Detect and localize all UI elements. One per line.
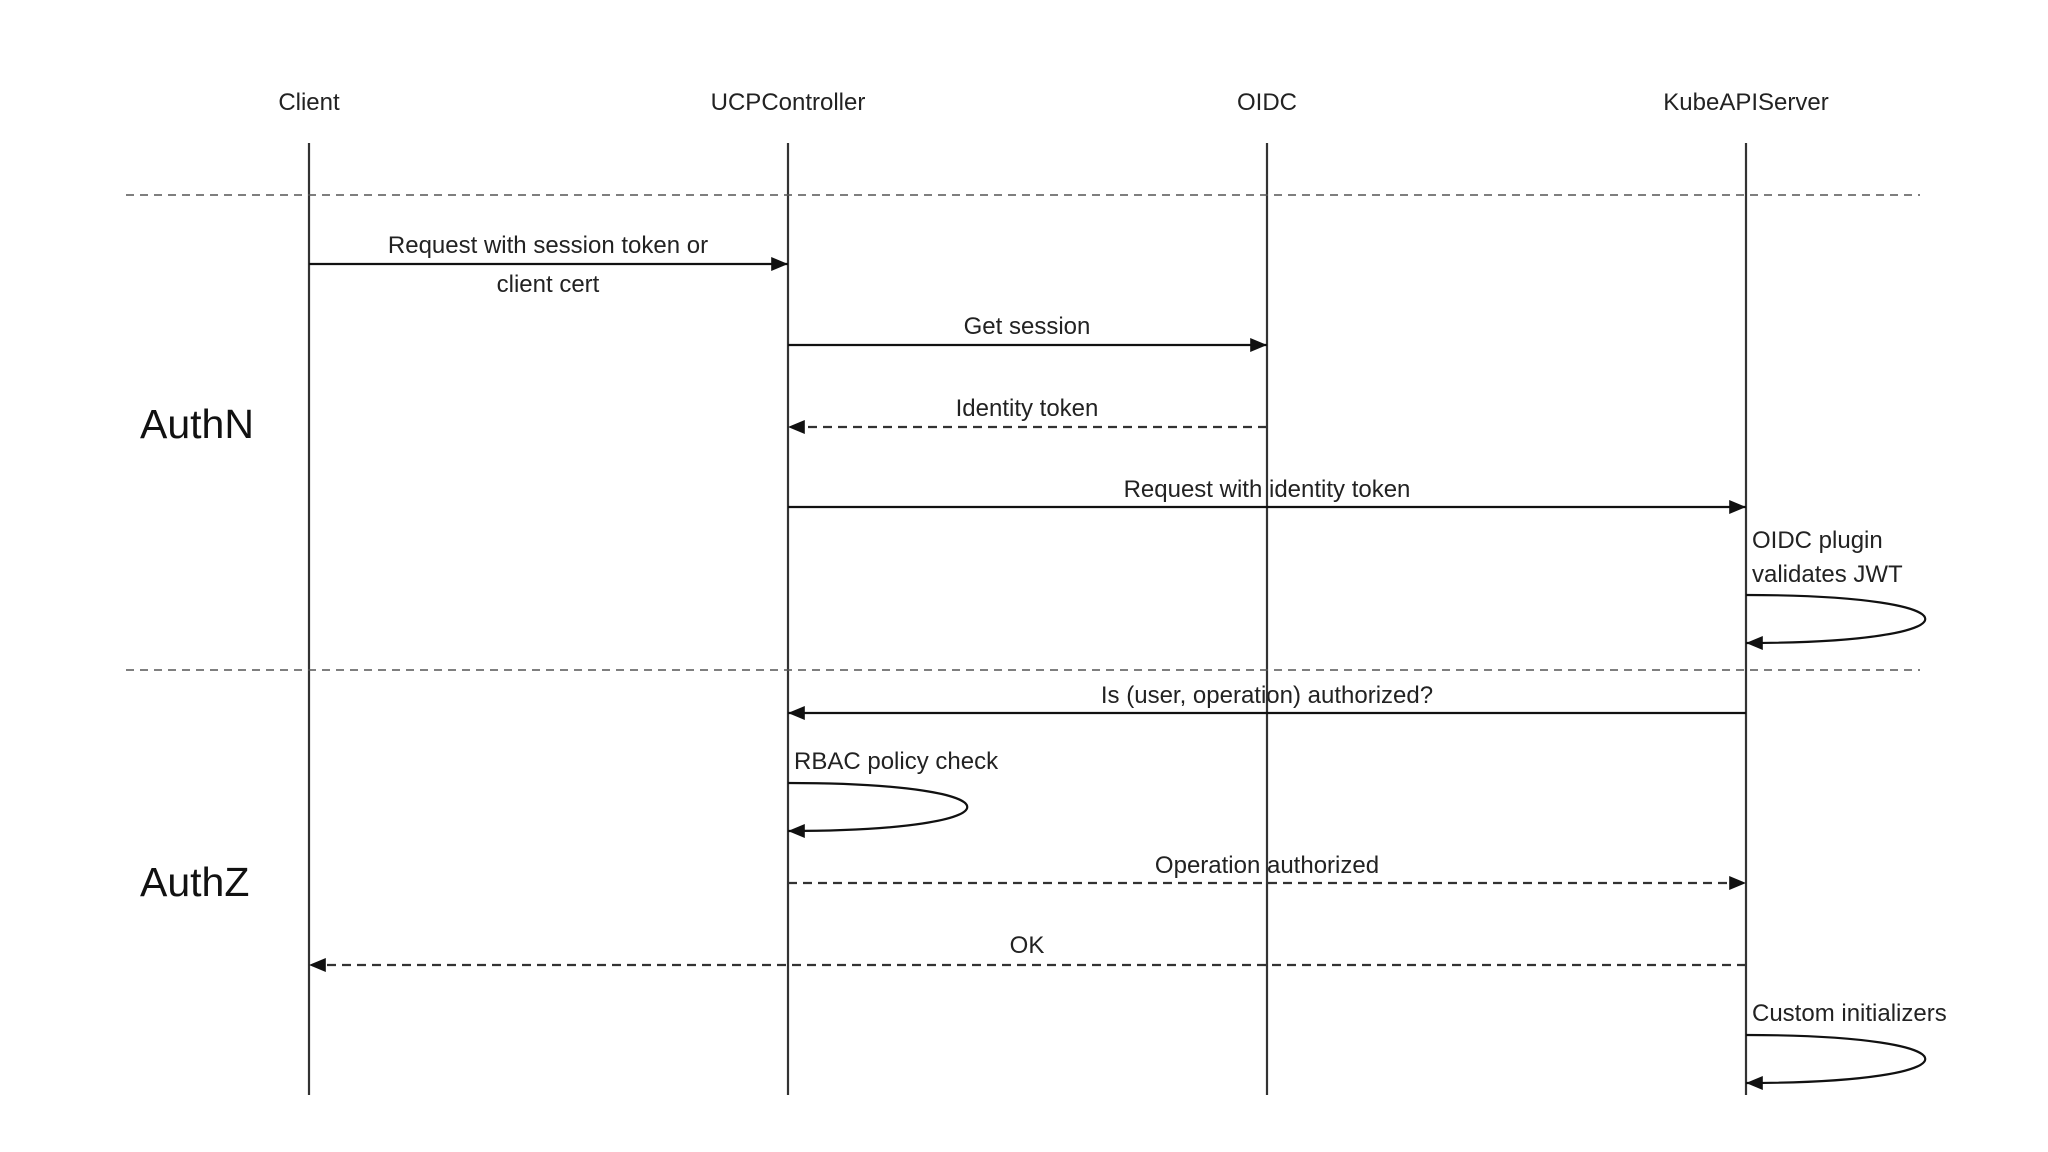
message-label: Operation authorized: [1155, 852, 1379, 879]
phase-label-authn: AuthN: [140, 401, 254, 447]
message-label: RBAC policy check: [794, 748, 999, 775]
self-call-arrow: [1745, 1033, 1927, 1090]
message-label: OIDC plugin: [1752, 527, 1883, 554]
self-call-arrow: [787, 781, 969, 838]
message-label: Custom initializers: [1752, 1000, 1947, 1027]
message-rbac-policy-check: RBAC policy check: [787, 748, 999, 838]
message-label: client cert: [497, 271, 600, 298]
message-label: Get session: [964, 313, 1091, 340]
message-label: Is (user, operation) authorized?: [1101, 682, 1433, 709]
self-call-arrow: [1745, 593, 1927, 650]
message-request-identity-token: Request with identity token: [788, 476, 1746, 514]
message-custom-initializers: Custom initializers: [1745, 1000, 1947, 1090]
participant-label-ucpcontroller: UCPController: [711, 89, 866, 116]
message-is-user-operation-authorized: Is (user, operation) authorized?: [788, 682, 1746, 720]
message-label: Request with session token or: [388, 232, 708, 259]
message-label: Identity token: [956, 395, 1099, 422]
message-label: OK: [1010, 932, 1045, 959]
participant-label-kubeapiserver: KubeAPIServer: [1663, 89, 1828, 116]
message-identity-token: Identity token: [788, 395, 1267, 434]
participant-label-oidc: OIDC: [1237, 89, 1297, 116]
message-get-session: Get session: [788, 313, 1267, 352]
message-label: Request with identity token: [1124, 476, 1411, 503]
message-request-session-token: Request with session token or client cer…: [309, 232, 788, 298]
message-operation-authorized: Operation authorized: [788, 852, 1746, 890]
participant-label-client: Client: [278, 89, 340, 116]
message-label: validates JWT: [1752, 561, 1903, 588]
message-ok: OK: [308, 932, 1746, 972]
message-oidc-plugin-validates-jwt: OIDC plugin validates JWT: [1745, 527, 1927, 650]
phase-label-authz: AuthZ: [140, 859, 249, 905]
